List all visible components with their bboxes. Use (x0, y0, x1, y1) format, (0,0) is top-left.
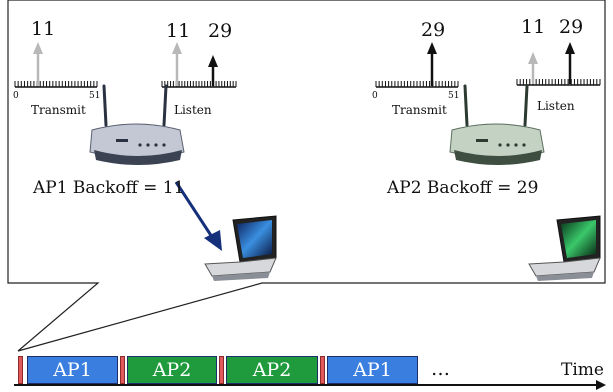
time-axis (14, 380, 606, 390)
ap2-listen-own-value: 11 (521, 16, 546, 38)
ap1-transmit-value: 11 (31, 18, 56, 40)
ap2-transmit-panel (375, 42, 459, 88)
ap1-range-min: 0 (13, 91, 19, 101)
timeline-slot: AP2 (127, 356, 217, 384)
router-ap2-icon (449, 84, 545, 165)
ap2-range-min: 0 (372, 91, 378, 101)
grey-arrow-head (528, 52, 538, 64)
ap1-transmit-panel (14, 42, 98, 88)
ap2-transmit-value: 29 (421, 19, 446, 41)
time-axis-label: Time (561, 360, 604, 380)
slot-gap (18, 356, 23, 384)
ap2-listen-caption: Listen (537, 99, 575, 113)
timeline-slot: AP1 (27, 356, 118, 384)
ruler-ticks (375, 81, 459, 87)
timeline-ellipsis: … (431, 358, 450, 380)
transmission-arrow (174, 181, 222, 251)
ap1-listen-panel (161, 42, 237, 88)
ap1-backoff-label: AP1 Backoff = 11 (33, 178, 185, 198)
router-ap1-icon (89, 84, 185, 165)
ap1-range-max: 51 (89, 91, 101, 101)
ruler-ticks (516, 79, 601, 85)
slot-gap (320, 356, 325, 384)
laptop-1-icon (204, 215, 277, 281)
ap2-listen-panel (516, 42, 601, 86)
laptop-2-icon (528, 215, 601, 281)
ap1-transmit-caption: Transmit (31, 103, 86, 117)
ap1-listen-own-value: 11 (166, 20, 191, 42)
black-arrow-head (427, 42, 437, 54)
ruler-ticks (161, 81, 237, 87)
slot-gap (120, 356, 125, 384)
ap2-listen-other-value: 29 (559, 16, 584, 38)
callout-frame (7, 0, 606, 352)
ap1-listen-other-value: 29 (208, 20, 233, 42)
ap1-listen-caption: Listen (174, 103, 212, 117)
slot-gap (219, 356, 224, 384)
timeline-slot: AP1 (327, 356, 418, 384)
grey-arrow-head (33, 42, 43, 54)
ap2-backoff-label: AP2 Backoff = 29 (387, 178, 539, 198)
black-arrow-head (208, 55, 218, 67)
black-arrow-head (565, 42, 575, 54)
ruler-ticks (14, 81, 98, 87)
ap2-range-max: 51 (448, 91, 460, 101)
grey-arrow-head (172, 42, 182, 54)
timeline-slot: AP2 (226, 356, 318, 384)
ap2-transmit-caption: Transmit (392, 103, 447, 117)
